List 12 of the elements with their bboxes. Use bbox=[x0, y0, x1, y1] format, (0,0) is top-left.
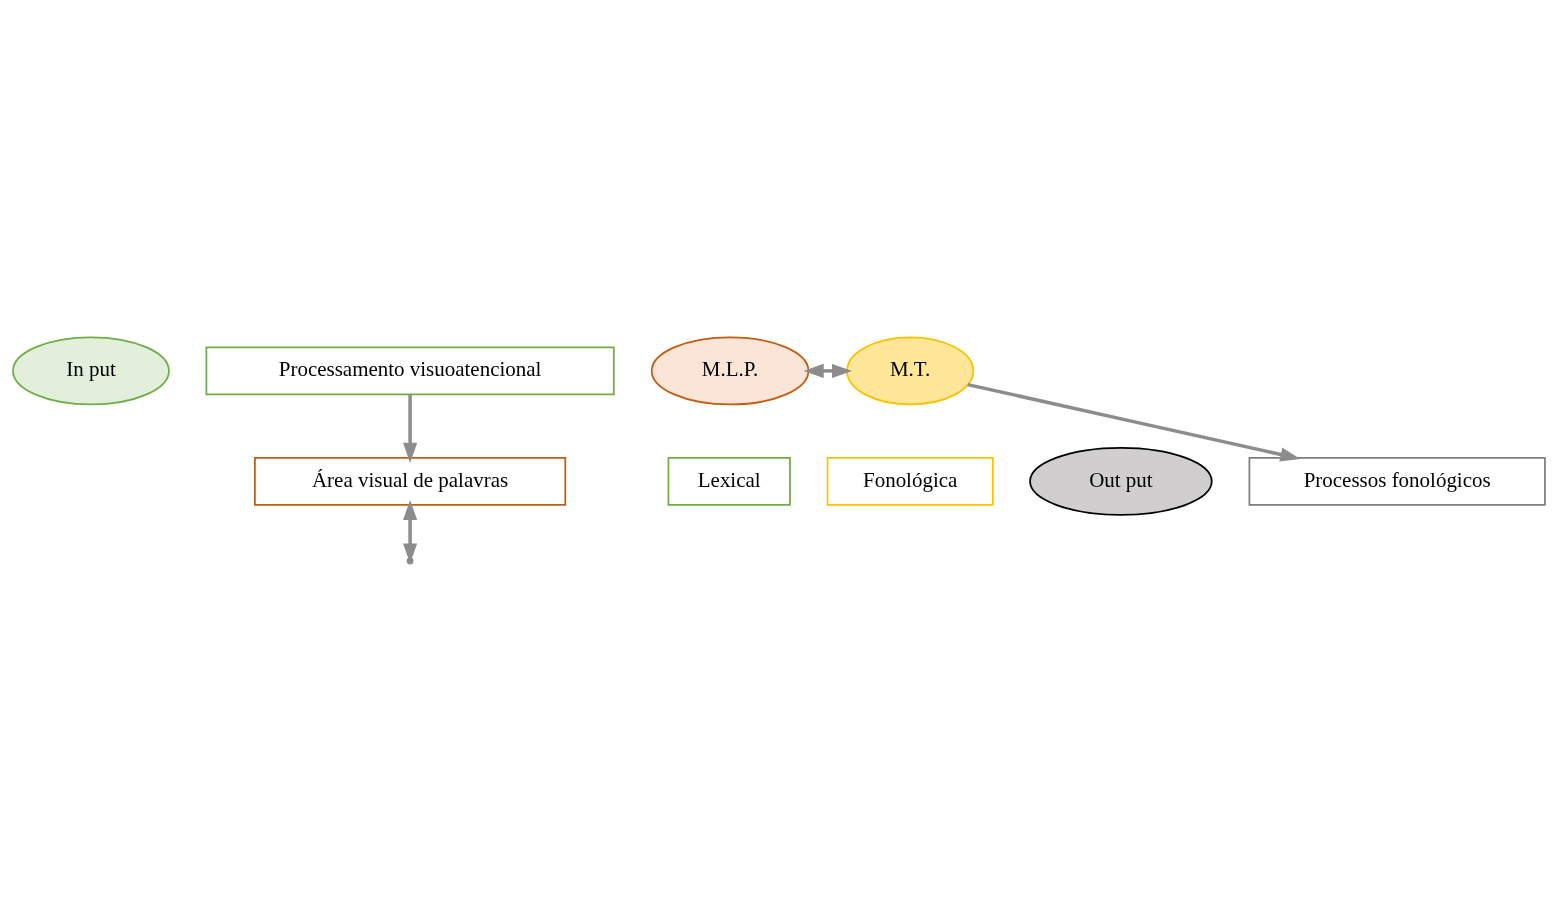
node-ellipse: Out put bbox=[1029, 446, 1213, 516]
node-box: Fonológica bbox=[826, 456, 994, 506]
node-ellipse: M.L.P. bbox=[650, 336, 810, 406]
node-box: Processos fonológicos bbox=[1248, 456, 1546, 506]
node-ellipse: M.T. bbox=[846, 336, 975, 406]
arrow bbox=[967, 382, 1301, 462]
node-box: Área visual de palavras bbox=[254, 456, 567, 506]
node-box: Processamento visuoatencional bbox=[205, 346, 615, 396]
node-ellipse: In put bbox=[12, 336, 170, 406]
arrow bbox=[803, 363, 853, 378]
node-box: Lexical bbox=[667, 456, 791, 506]
arrow bbox=[403, 394, 418, 464]
